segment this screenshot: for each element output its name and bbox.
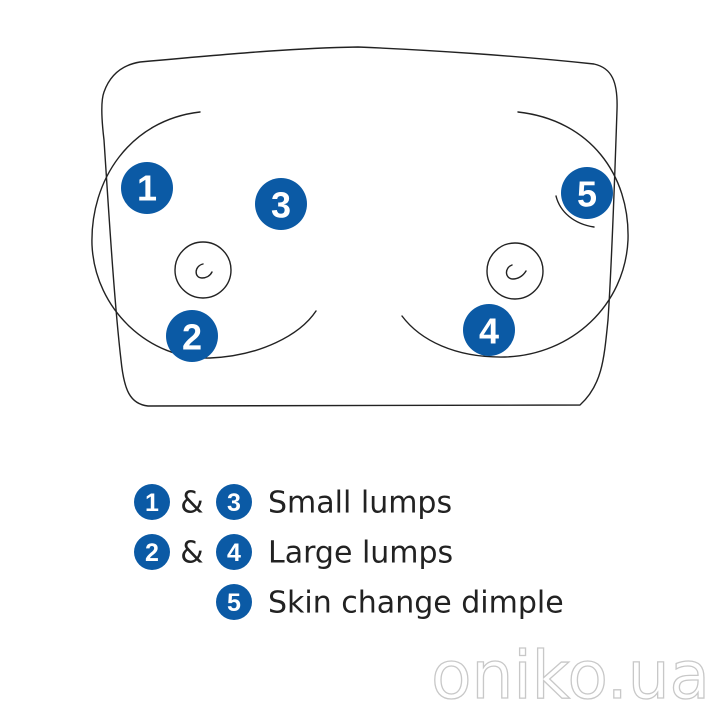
right-nipple-mark [505,264,527,280]
marker-3-label: 3 [271,185,291,226]
marker-1-label: 1 [137,168,157,209]
legend-row2-marker-b: 4 [227,539,241,567]
watermark-text: oniko.ua [431,637,710,714]
skin-dimple-line [555,195,595,228]
left-nipple [174,241,232,299]
marker-4: 4 [463,304,515,356]
legend-row2-marker-a: 2 [145,539,159,567]
legend-row-large-lumps: 2 & 4 Large lumps [134,534,453,571]
legend-row1-text: Small lumps [268,486,452,521]
legend-row2-amp: & [180,536,203,571]
right-breast-contour [401,111,629,358]
legend: 1 & 3 Small lumps 2 & 4 Large lumps 5 Sk… [134,484,564,621]
legend-row3-marker-a: 5 [227,589,241,617]
legend-row-skin-dimple: 5 Skin change dimple [216,584,564,621]
marker-1: 1 [121,162,173,214]
left-nipple-mark [195,263,213,279]
left-breast [91,111,317,359]
marker-5: 5 [561,167,613,219]
marker-3: 3 [255,178,307,230]
legend-row1-marker-b: 3 [227,489,241,517]
right-nipple [486,242,544,300]
legend-row3-text: Skin change dimple [268,586,564,621]
torso-shape [101,46,618,407]
legend-row-small-lumps: 1 & 3 Small lumps [134,484,452,521]
marker-2: 2 [166,310,218,362]
left-breast-contour [91,111,317,359]
marker-2-label: 2 [182,317,202,358]
legend-row1-amp: & [180,486,203,521]
marker-4-label: 4 [479,311,499,352]
legend-row1-marker-a: 1 [145,489,159,517]
legend-row2-text: Large lumps [268,536,453,571]
marker-5-label: 5 [577,174,597,215]
right-breast [401,111,629,358]
torso-outline [101,46,618,407]
